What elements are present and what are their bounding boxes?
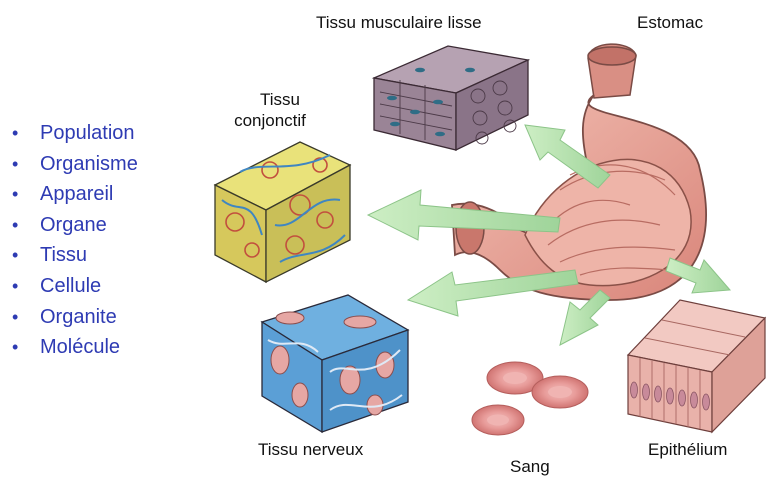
label-epithelium: Epithélium: [648, 440, 727, 460]
blood-cells: [472, 362, 588, 435]
list-item: •Organisme: [12, 149, 138, 180]
list-item: •Molécule: [12, 332, 138, 363]
bullet-icon: •: [12, 179, 40, 210]
label-nervous: Tissu nerveux: [258, 440, 363, 460]
epithelium-block: [628, 300, 765, 432]
label-smooth-muscle: Tissu musculaire lisse: [316, 13, 482, 33]
bullet-icon: •: [12, 149, 40, 180]
list-item: •Organe: [12, 210, 138, 241]
list-item: •Appareil: [12, 179, 138, 210]
connective-tissue-block: [215, 142, 350, 282]
list-item: •Organite: [12, 302, 138, 333]
label-stomach: Estomac: [637, 13, 703, 33]
bullet-icon: •: [12, 118, 40, 149]
list-item: •Tissu: [12, 240, 138, 271]
list-item: •Population: [12, 118, 138, 149]
bullet-icon: •: [12, 240, 40, 271]
organization-levels-list: •Population •Organisme •Appareil •Organe…: [12, 118, 138, 363]
nervous-tissue-block: [262, 295, 408, 432]
bullet-icon: •: [12, 302, 40, 333]
label-connective-line2: conjonctif: [215, 111, 325, 131]
label-connective-line1: Tissu: [225, 90, 335, 110]
bullet-icon: •: [12, 332, 40, 363]
bullet-icon: •: [12, 271, 40, 302]
list-item: •Cellule: [12, 271, 138, 302]
label-blood: Sang: [510, 457, 550, 477]
bullet-icon: •: [12, 210, 40, 241]
smooth-muscle-block: [374, 46, 528, 150]
